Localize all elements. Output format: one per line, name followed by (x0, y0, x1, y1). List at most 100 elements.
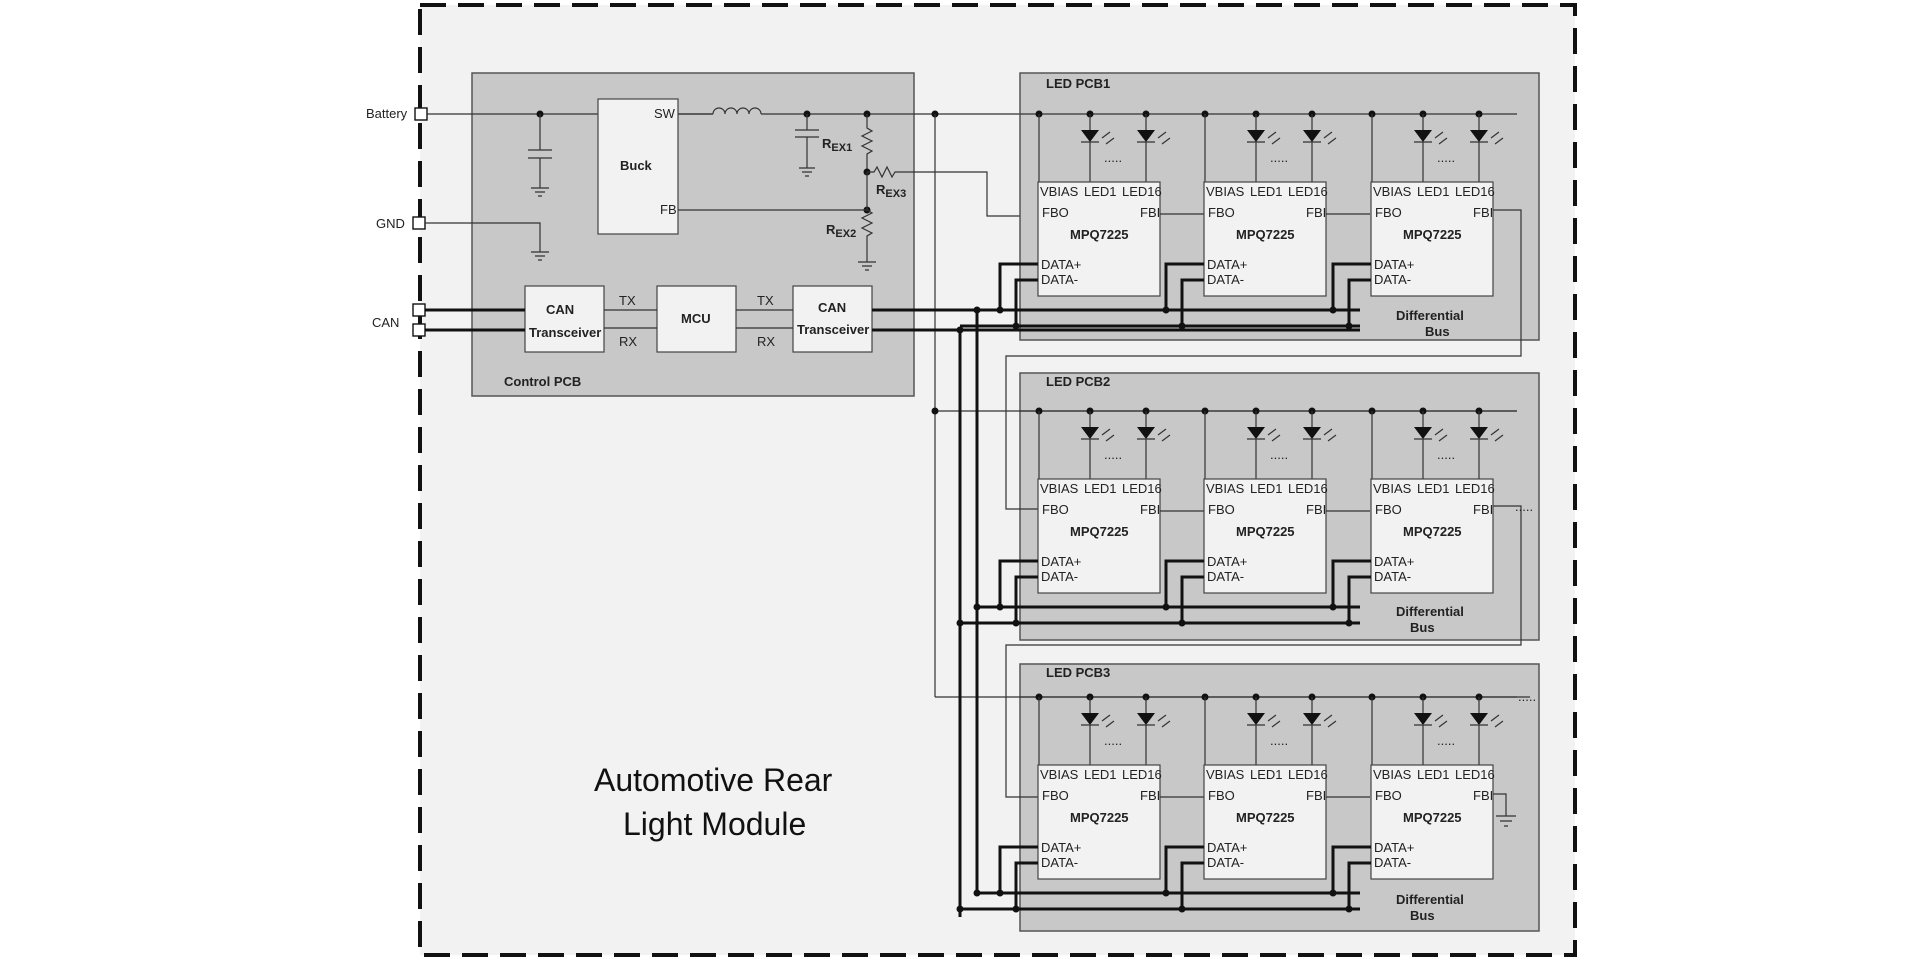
can-transceiver-left (524, 285, 605, 353)
led-diode-icon (1303, 713, 1321, 725)
chip-name: MPQ7225 (1236, 524, 1295, 539)
led-diode-icon (1414, 130, 1432, 142)
led-dots: ..... (1270, 447, 1288, 462)
can-terminal-high (412, 303, 426, 317)
bus-label-3-l2: Bus (1410, 908, 1435, 923)
led-dots: ..... (1104, 447, 1122, 462)
fb-chain-2-3 (1005, 505, 1522, 798)
led-dots: ..... (1270, 733, 1288, 748)
chip-fbo-pin: FBO (1208, 205, 1235, 220)
chip-vbias-pin: VBIAS (1206, 767, 1245, 782)
chip-data-minus-pin: DATA- (1374, 855, 1411, 870)
chip-fbo-pin: FBO (1042, 502, 1069, 517)
fbi-continuation-2: ..... (1515, 499, 1533, 514)
mpq7225-chip (1370, 181, 1494, 297)
chip-fbi-pin: FBI (1306, 502, 1326, 517)
chip-fbo-pin: FBO (1375, 205, 1402, 220)
chip-led16-pin: LED16 (1122, 767, 1162, 782)
gnd-wire (425, 222, 549, 261)
mpq7225-chip (1370, 478, 1494, 594)
led-pcb-3-title: LED PCB3 (1046, 665, 1110, 680)
buck-sw-pin: SW (654, 106, 676, 121)
led-pcb-1-title: LED PCB1 (1046, 76, 1110, 91)
can-transceiver-left-l2: Transceiver (529, 325, 601, 340)
chip-vbias-pin: VBIAS (1373, 481, 1412, 496)
input-capacitor (528, 114, 552, 197)
rex2-resistor (858, 209, 876, 271)
buck-block (597, 98, 679, 235)
can-transceiver-right-l2: Transceiver (797, 322, 869, 337)
chip-fbo-pin: FBO (1208, 788, 1235, 803)
chip-fbo-pin: FBO (1375, 502, 1402, 517)
rex2-label: REX2 (826, 222, 856, 240)
chip-data-plus-pin: DATA+ (1207, 554, 1247, 569)
tx-label-right: TX (757, 293, 774, 308)
can-input-bus (425, 308, 525, 332)
module-title-line2: Light Module (623, 806, 806, 842)
chip-fbi-pin: FBI (1473, 205, 1493, 220)
led-diode-icon (1247, 427, 1265, 439)
mpq7225-chip (1203, 181, 1327, 297)
rex3-resistor (867, 165, 1038, 217)
chip-fbi-pin: FBI (1140, 205, 1160, 220)
chip-led1-pin: LED1 (1417, 184, 1450, 199)
mpq7225-chip (1203, 478, 1327, 594)
led-diode-icon (1470, 427, 1488, 439)
chip-data-plus-pin: DATA+ (1374, 840, 1414, 855)
chip-fbi-pin: FBI (1473, 502, 1493, 517)
chip-data-minus-pin: DATA- (1374, 569, 1411, 584)
chip-led16-pin: LED16 (1288, 184, 1328, 199)
bus-label-3-l1: Differential (1396, 892, 1464, 907)
mcu-label: MCU (681, 311, 711, 326)
led-diode-icon (1414, 427, 1432, 439)
chip-led16-pin: LED16 (1455, 767, 1495, 782)
chip-data-minus-pin: DATA- (1207, 272, 1244, 287)
chip-led16-pin: LED16 (1122, 184, 1162, 199)
chip-data-minus-pin: DATA- (1374, 272, 1411, 287)
rail-continuation-3: ..... (1518, 689, 1536, 704)
chip-vbias-pin: VBIAS (1206, 184, 1245, 199)
chip-fbi-pin: FBI (1140, 502, 1160, 517)
chip-data-plus-pin: DATA+ (1041, 257, 1081, 272)
chip-data-plus-pin: DATA+ (1374, 554, 1414, 569)
chip-data-plus-pin: DATA+ (1041, 554, 1081, 569)
chip-name: MPQ7225 (1070, 227, 1129, 242)
chip-fbo-pin: FBO (1042, 788, 1069, 803)
chip-fbi-pin: FBI (1306, 788, 1326, 803)
chip-led16-pin: LED16 (1288, 481, 1328, 496)
mpq7225-chip (1037, 764, 1161, 880)
led-diode-icon (1303, 130, 1321, 142)
can-transceiver-right-l1: CAN (818, 300, 846, 315)
bus-label-1-l2: Bus (1425, 324, 1450, 339)
chip-led16-pin: LED16 (1455, 184, 1495, 199)
can-transceiver-right (792, 285, 873, 353)
chip-fbo-pin: FBO (1375, 788, 1402, 803)
chip-name: MPQ7225 (1236, 227, 1295, 242)
chip-data-minus-pin: DATA- (1207, 569, 1244, 584)
chip-led1-pin: LED1 (1084, 767, 1117, 782)
chip-vbias-pin: VBIAS (1373, 767, 1412, 782)
inductor (678, 107, 763, 115)
rex1-resistor (860, 114, 874, 172)
chip-led1-pin: LED1 (1250, 767, 1283, 782)
chip-name: MPQ7225 (1403, 227, 1462, 242)
rx-label-right: RX (757, 334, 775, 349)
led-dots: ..... (1104, 733, 1122, 748)
can-label: CAN (372, 315, 399, 330)
chip-name: MPQ7225 (1403, 810, 1462, 825)
chip-vbias-pin: VBIAS (1040, 184, 1079, 199)
chip-vbias-pin: VBIAS (1206, 481, 1245, 496)
bus-label-1-l1: Differential (1396, 308, 1464, 323)
chip-vbias-pin: VBIAS (1373, 184, 1412, 199)
led-diode-icon (1470, 130, 1488, 142)
rex1-label: REX1 (822, 136, 852, 154)
fb-wire (678, 172, 868, 211)
chip-led16-pin: LED16 (1288, 767, 1328, 782)
chip-data-plus-pin: DATA+ (1374, 257, 1414, 272)
mcu-block (656, 285, 737, 353)
chip-led1-pin: LED1 (1084, 184, 1117, 199)
chip-data-minus-pin: DATA- (1207, 855, 1244, 870)
led-diode-icon (1247, 130, 1265, 142)
battery-label: Battery (366, 106, 408, 121)
